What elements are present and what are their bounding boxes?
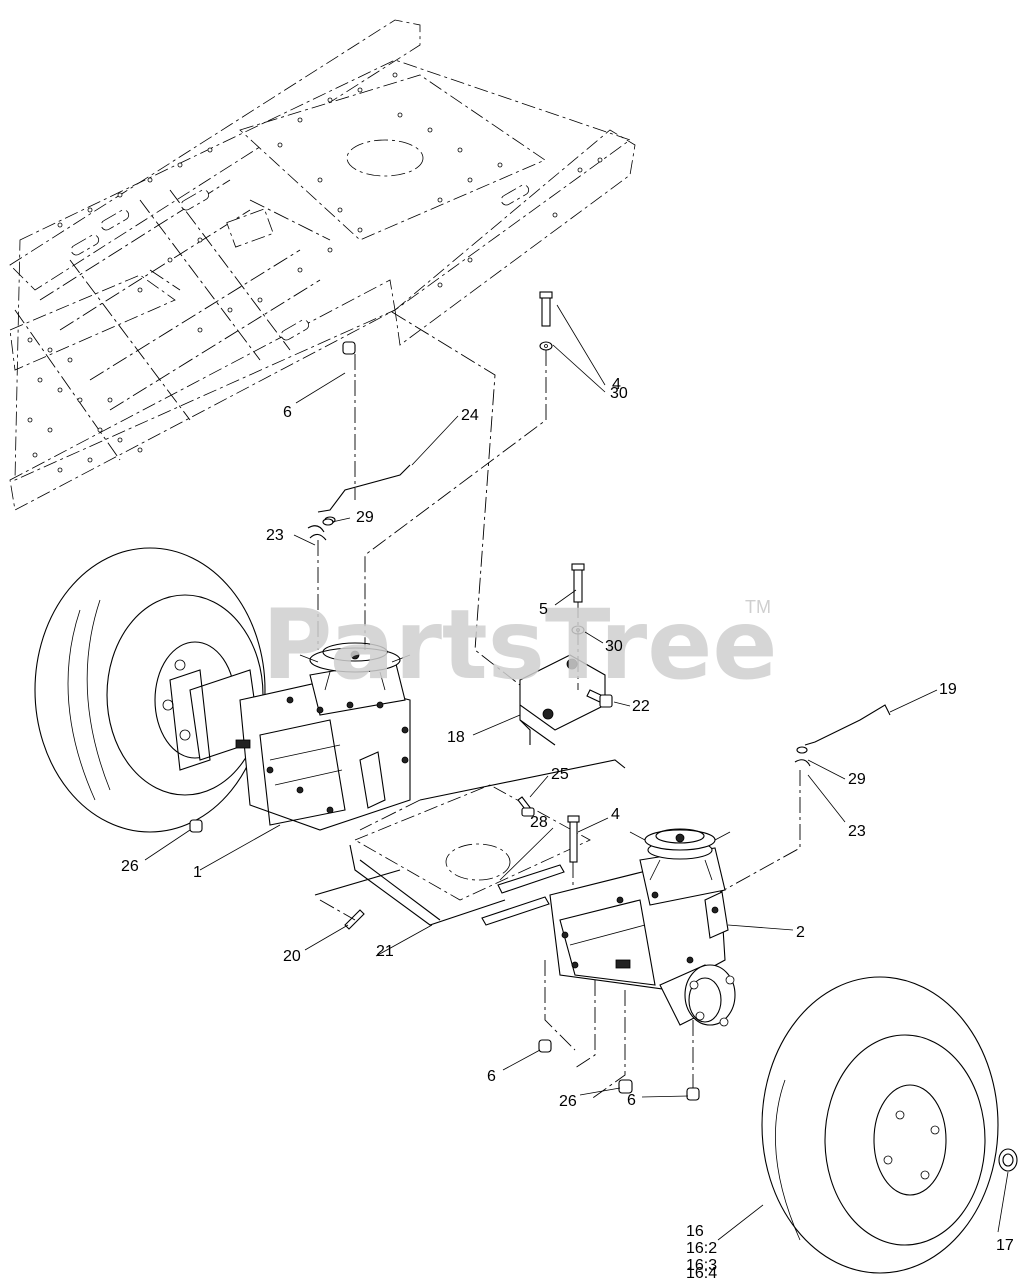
callout-2: 2: [796, 924, 805, 941]
callout-29-left: 29: [356, 509, 374, 526]
callout-6-lower-left: 6: [487, 1068, 496, 1085]
callout-28: 28: [530, 814, 548, 831]
callout-4-top: 4: [612, 376, 621, 393]
clip-23-left: [309, 533, 327, 541]
callout-19: 19: [939, 681, 957, 698]
callout-18: 18: [447, 729, 465, 746]
callout-30-top: 30: [610, 385, 628, 402]
callout-16-3: 16:3: [686, 1257, 717, 1274]
callout-16: 16: [686, 1223, 704, 1240]
nut-6-lower-left: [538, 1039, 552, 1053]
bolt-4-top: [364, 291, 553, 650]
callout-1: 1: [193, 864, 202, 881]
pin-25: [517, 796, 535, 817]
callout-16-4: 16:4: [686, 1265, 717, 1280]
callout-30-mid: 30: [605, 638, 623, 655]
callout-16-2: 16:2: [686, 1240, 717, 1257]
frame-phantom: [9, 19, 636, 686]
callout-26-left: 26: [121, 858, 139, 875]
nut-6-lower-right: [686, 1087, 700, 1101]
callout-21: 21: [376, 943, 394, 960]
nut-26-left: [189, 819, 203, 833]
callout-23-left: 23: [266, 527, 284, 544]
callouts: 4 30 6 24 29 23 5 30 19 22 18 25 29 23 4…: [121, 376, 1014, 1280]
leader-lines: [144, 304, 1009, 1241]
callout-6-upper: 6: [283, 404, 292, 421]
callout-26-lower: 26: [559, 1093, 577, 1110]
watermark-trademark: TM: [745, 597, 771, 617]
left-transaxle: [169, 642, 411, 831]
callout-5: 5: [539, 601, 548, 618]
callout-6-lower-right: 6: [627, 1092, 636, 1109]
bolt-5: [571, 563, 585, 690]
watermark: PartsTree TM: [262, 589, 777, 701]
callout-25: 25: [551, 766, 569, 783]
callout-29-right: 29: [848, 771, 866, 788]
callout-23-right: 23: [848, 823, 866, 840]
washer-29-left: [322, 518, 334, 526]
nut-6-upper: [342, 341, 356, 380]
nut-26-lower: [618, 1079, 633, 1094]
link-rod-19: [714, 704, 891, 896]
right-tire: [761, 976, 999, 1274]
mount-plate-21: [314, 759, 626, 926]
watermark-text: PartsTree: [262, 589, 777, 701]
callout-22: 22: [632, 698, 650, 715]
callout-4-lower: 4: [611, 806, 620, 823]
bolt-22: [586, 689, 613, 708]
callout-17: 17: [996, 1237, 1014, 1254]
right-transaxle: [544, 828, 736, 1101]
callout-20: 20: [283, 948, 301, 965]
bolt-20: [319, 899, 365, 930]
callout-24: 24: [461, 407, 479, 424]
lug-nut-17: [998, 1148, 1018, 1172]
